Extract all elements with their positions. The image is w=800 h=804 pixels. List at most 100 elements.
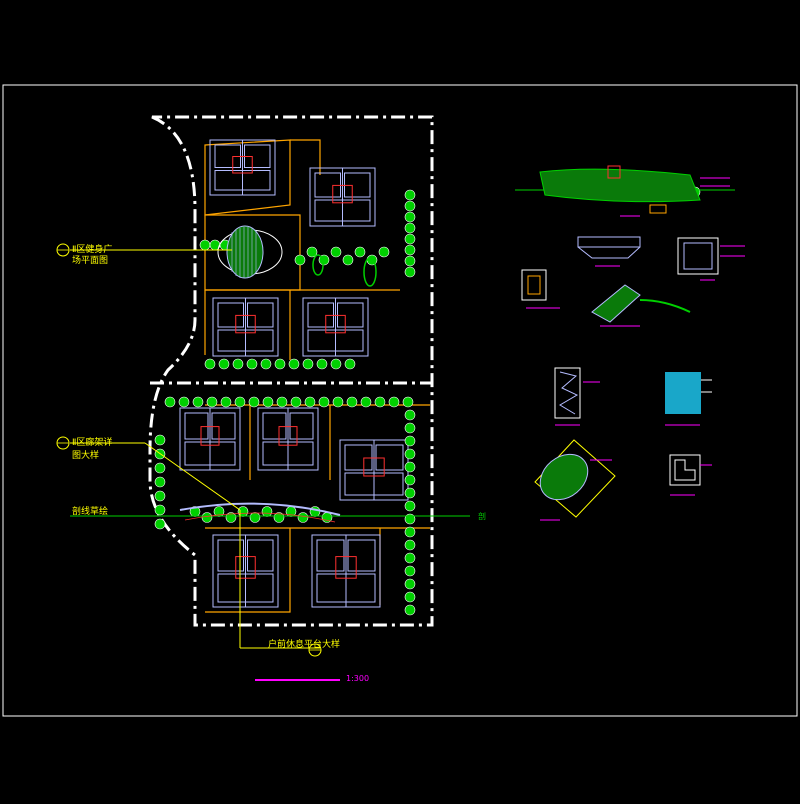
tree-48 [402, 396, 414, 408]
tree-59 [404, 539, 416, 551]
tree-24 [260, 358, 272, 370]
tree-70 [154, 504, 166, 516]
leader-lines [70, 249, 320, 649]
tree-6 [404, 255, 416, 267]
tree-60 [404, 552, 416, 564]
fitness-plaza [217, 225, 377, 287]
building-2 [309, 167, 376, 227]
label-plaza-plan-2: 场平面图 [72, 255, 108, 266]
tree-34 [206, 396, 218, 408]
oval-paving-detail [534, 439, 616, 521]
plan-detail-b [677, 237, 745, 281]
tree-55 [404, 487, 416, 499]
tree-20 [204, 358, 216, 370]
tree-31 [164, 396, 176, 408]
tree-45 [360, 396, 372, 408]
tree-46 [374, 396, 386, 408]
tree-16 [342, 254, 354, 266]
tree-63 [404, 591, 416, 603]
tree-58 [404, 526, 416, 538]
tree-39 [276, 396, 288, 408]
tree-51 [404, 435, 416, 447]
tree-4 [404, 233, 416, 245]
tree-77 [249, 512, 261, 523]
tree-42 [318, 396, 330, 408]
tree-69 [154, 490, 166, 502]
tree-40 [290, 396, 302, 408]
residential-buildings [179, 139, 409, 608]
section-detail-a [577, 236, 641, 267]
label-section-mark: 剖 [478, 511, 486, 521]
tree-61 [404, 565, 416, 577]
building-4 [302, 297, 369, 357]
tree-23 [246, 358, 258, 370]
tree-50 [404, 422, 416, 434]
stair-detail [591, 284, 691, 327]
tree-2 [404, 211, 416, 223]
tree-67 [154, 462, 166, 474]
tree-65 [154, 434, 166, 446]
building-5 [179, 407, 241, 471]
tree-81 [297, 512, 309, 523]
callout-marker-platform [308, 643, 322, 657]
tree-plantings [154, 178, 701, 616]
elevation-detail [515, 165, 735, 217]
tree-52 [404, 448, 416, 460]
tree-36 [234, 396, 246, 408]
tree-32 [178, 396, 190, 408]
tree-5 [404, 244, 416, 256]
label-corridor-detail-1: Ⅱ区廊架详 [72, 436, 112, 448]
tree-29 [330, 358, 342, 370]
tree-3 [404, 222, 416, 234]
tree-71 [154, 518, 166, 530]
building-9 [311, 534, 381, 608]
tree-27 [302, 358, 314, 370]
label-plaza-plan-1: Ⅱ区健身广 [72, 243, 112, 255]
tree-41 [304, 396, 316, 408]
tree-75 [225, 512, 237, 523]
tree-38 [262, 396, 274, 408]
tree-25 [274, 358, 286, 370]
tree-37 [248, 396, 260, 408]
column-detail [521, 269, 560, 309]
site-boundary [148, 115, 434, 627]
tree-56 [404, 500, 416, 512]
tree-68 [154, 476, 166, 488]
tree-21 [218, 358, 230, 370]
building-1 [209, 139, 276, 196]
tree-53 [404, 461, 416, 473]
wall-detail [554, 367, 600, 426]
building-6 [257, 407, 319, 471]
corridor-pergola [179, 502, 341, 523]
tree-64 [404, 604, 416, 616]
tree-49 [404, 409, 416, 421]
tree-44 [346, 396, 358, 408]
tree-33 [192, 396, 204, 408]
building-3 [212, 297, 279, 357]
small-plan-detail [669, 454, 712, 496]
tree-79 [273, 512, 285, 523]
sheet-frame [2, 84, 798, 717]
tree-22 [232, 358, 244, 370]
label-platform-detail: 户前休息平台大样 [268, 638, 340, 650]
tree-78 [261, 506, 273, 517]
scale-label: 1:300 [346, 674, 369, 683]
label-corridor-detail-2: 图大样 [72, 449, 99, 461]
tree-8 [199, 239, 211, 251]
tree-28 [316, 358, 328, 370]
tree-1 [404, 200, 416, 212]
tree-17 [354, 246, 366, 258]
tree-73 [201, 512, 213, 523]
tree-54 [404, 474, 416, 486]
label-section-line: 剖线草绘 [72, 505, 108, 517]
tree-12 [294, 254, 306, 266]
tree-26 [288, 358, 300, 370]
tree-30 [344, 358, 356, 370]
tree-13 [306, 246, 318, 258]
tree-35 [220, 396, 232, 408]
tree-43 [332, 396, 344, 408]
tree-19 [378, 246, 390, 258]
tree-62 [404, 578, 416, 590]
